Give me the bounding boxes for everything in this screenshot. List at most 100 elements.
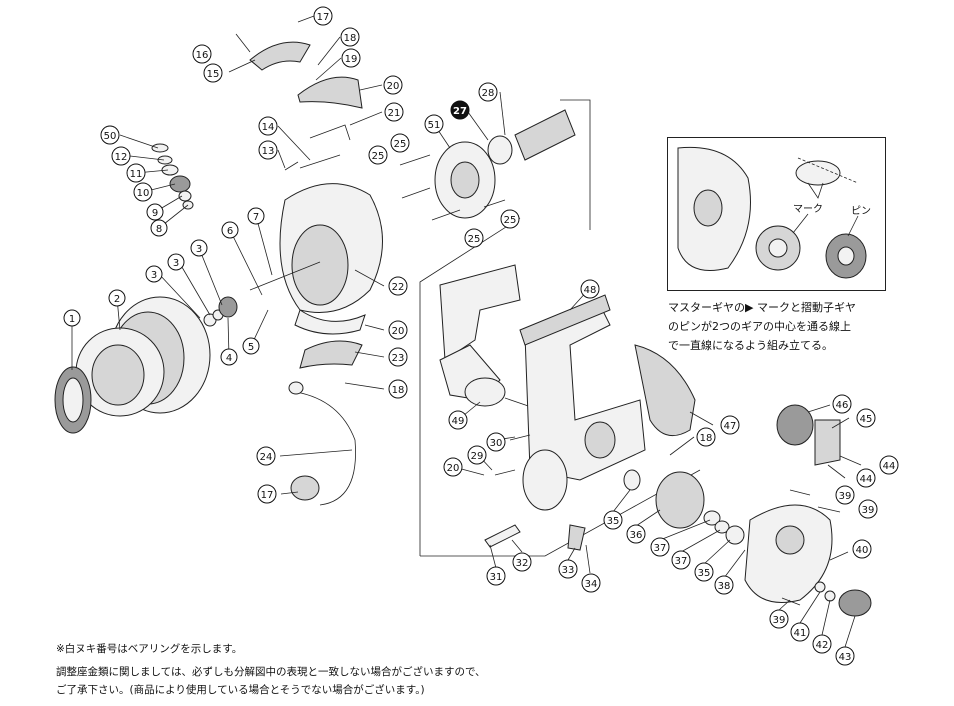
svg-text:34: 34 <box>585 579 598 590</box>
svg-text:3: 3 <box>151 270 157 281</box>
svg-text:16: 16 <box>196 50 209 61</box>
svg-text:36: 36 <box>630 530 643 541</box>
svg-text:47: 47 <box>724 421 737 432</box>
svg-text:25: 25 <box>372 151 385 162</box>
svg-text:51: 51 <box>428 120 441 131</box>
svg-text:31: 31 <box>490 572 503 583</box>
callout-35: 35 <box>694 562 714 582</box>
callout-4: 4 <box>220 348 238 366</box>
callout-15: 15 <box>203 63 223 83</box>
svg-text:35: 35 <box>698 568 711 579</box>
callout-21: 21 <box>384 102 404 122</box>
master-gear-assembly <box>623 404 872 617</box>
callout-6: 6 <box>221 221 239 239</box>
callout-18: 18 <box>696 427 716 447</box>
inset-note-line-3: で一直線になるよう組み立てる。 <box>668 339 833 352</box>
svg-text:23: 23 <box>392 353 405 364</box>
svg-text:17: 17 <box>261 490 274 501</box>
callout-51: 51 <box>424 114 444 134</box>
inset-note-line-1: マスターギヤの▶ マークと摺動子ギヤ <box>668 301 856 314</box>
inset-label-pin: ピン <box>851 205 871 217</box>
svg-text:29: 29 <box>471 451 484 462</box>
svg-text:22: 22 <box>392 282 405 293</box>
callout-19: 19 <box>341 48 361 68</box>
callout-34: 34 <box>581 573 601 593</box>
svg-text:8: 8 <box>156 224 162 235</box>
callout-30: 30 <box>486 432 506 452</box>
svg-text:15: 15 <box>207 69 220 80</box>
svg-text:32: 32 <box>516 558 529 569</box>
callout-29: 29 <box>467 445 487 465</box>
callout-27: 27 <box>450 100 470 120</box>
svg-text:38: 38 <box>718 581 731 592</box>
svg-text:44: 44 <box>883 461 896 472</box>
svg-text:35: 35 <box>607 516 620 527</box>
svg-text:20: 20 <box>387 81 400 92</box>
callout-number-labels: 1 2 3 3 3 4 5 6 7 8 9 10 11 12 50 15 16 … <box>63 6 899 666</box>
svg-text:2: 2 <box>114 294 120 305</box>
inset-assembly-note: マスターギヤの▶ マークと摺動子ギヤ のピンが2つのギアの中心を通る線上 で一直… <box>668 298 908 355</box>
callout-49: 49 <box>448 410 468 430</box>
svg-text:39: 39 <box>839 491 852 502</box>
svg-text:17: 17 <box>317 12 330 23</box>
callout-39: 39 <box>858 499 878 519</box>
callout-18: 18 <box>388 379 408 399</box>
assembly-frame-lines <box>419 99 701 557</box>
callout-39: 39 <box>769 609 789 629</box>
callout-39: 39 <box>835 485 855 505</box>
callout-17: 17 <box>313 6 333 26</box>
svg-text:24: 24 <box>260 452 273 463</box>
callout-33: 33 <box>558 559 578 579</box>
spool-assembly <box>54 296 238 434</box>
callout-16: 16 <box>192 44 212 64</box>
callout-11: 11 <box>126 163 146 183</box>
pinion-gear-parts <box>399 109 576 221</box>
svg-text:25: 25 <box>394 139 407 150</box>
callout-13: 13 <box>258 140 278 160</box>
svg-text:11: 11 <box>130 169 143 180</box>
svg-text:12: 12 <box>115 152 128 163</box>
callout-14: 14 <box>258 116 278 136</box>
svg-text:6: 6 <box>227 226 233 237</box>
svg-text:40: 40 <box>856 545 869 556</box>
callout-32: 32 <box>512 552 532 572</box>
drag-washers <box>151 143 194 210</box>
svg-text:39: 39 <box>773 615 786 626</box>
footnote-washers: 調整座金類に関しましては、必ずしも分解図中の表現と一致しない場合がございますので… <box>56 666 486 678</box>
callout-8: 8 <box>150 219 168 237</box>
inset-label-mark: マーク <box>793 203 823 215</box>
reel-body <box>519 294 696 511</box>
svg-text:21: 21 <box>388 108 401 119</box>
callout-41: 41 <box>790 622 810 642</box>
callout-5: 5 <box>242 337 260 355</box>
callout-2: 2 <box>108 289 126 307</box>
callout-35: 35 <box>603 510 623 530</box>
callout-47: 47 <box>720 415 740 435</box>
callout-36: 36 <box>626 524 646 544</box>
callout-44: 44 <box>856 468 876 488</box>
svg-text:18: 18 <box>392 385 405 396</box>
svg-text:33: 33 <box>562 565 575 576</box>
svg-text:3: 3 <box>196 244 202 255</box>
callout-22: 22 <box>388 276 408 296</box>
callout-38: 38 <box>714 575 734 595</box>
svg-text:13: 13 <box>262 146 275 157</box>
svg-text:19: 19 <box>345 54 358 65</box>
svg-text:25: 25 <box>504 215 517 226</box>
svg-text:41: 41 <box>794 628 807 639</box>
callout-17: 17 <box>257 484 277 504</box>
svg-text:37: 37 <box>654 543 667 554</box>
callout-31: 31 <box>486 566 506 586</box>
svg-text:14: 14 <box>262 122 275 133</box>
svg-text:44: 44 <box>860 474 873 485</box>
svg-text:7: 7 <box>253 212 259 223</box>
inset-note-line-2: のピンが2つのギアの中心を通る線上 <box>668 320 851 333</box>
svg-text:25: 25 <box>468 234 481 245</box>
svg-text:42: 42 <box>816 640 829 651</box>
svg-text:1: 1 <box>69 314 75 325</box>
callout-18: 18 <box>340 27 360 47</box>
footnote-bearing: ※白ヌキ番号はベアリングを示します。 <box>56 643 243 655</box>
callout-44: 44 <box>879 455 899 475</box>
callout-20: 20 <box>388 320 408 340</box>
svg-text:9: 9 <box>152 208 158 219</box>
